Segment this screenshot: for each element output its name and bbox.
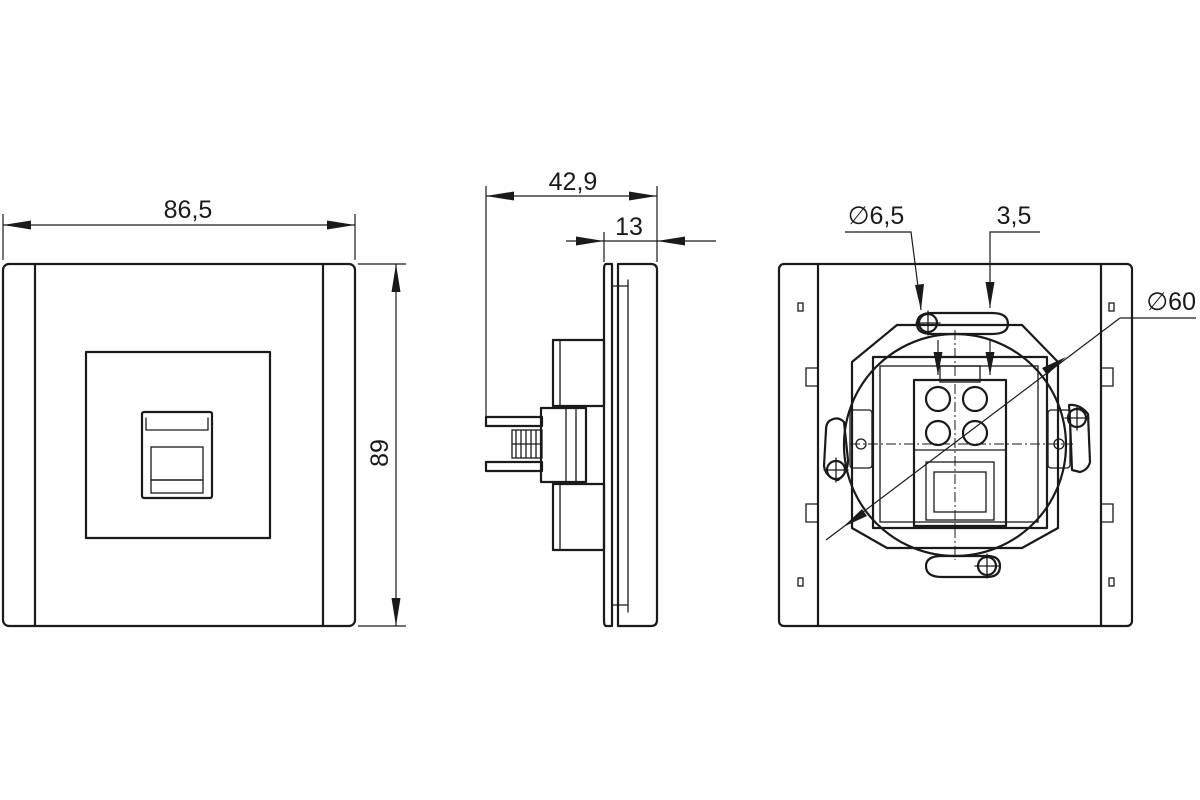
dimension-side-depth: 42,9	[485, 168, 658, 417]
rear-view: ∅6,5 3,5 ∅60	[777, 202, 1196, 628]
rj45-port-icon	[140, 410, 214, 500]
mechanism-rear	[850, 323, 1060, 550]
mount-diameter-label: ∅60	[1146, 288, 1196, 316]
hole-diameter-label: ∅6,5	[848, 202, 905, 230]
dimension-front-height: 89	[358, 263, 406, 627]
front-width-label: 86,5	[164, 196, 213, 224]
center-plate	[84, 350, 272, 540]
frame-notches	[797, 302, 1115, 587]
mechanism-body	[539, 338, 606, 552]
screw-holes	[823, 310, 1090, 579]
dimension-slot-width: 3,5	[933, 202, 1040, 375]
front-view: 86,5 89	[1, 196, 406, 628]
dimension-hole-diameter: ∅6,5	[845, 202, 924, 311]
rear-frame	[777, 262, 1134, 628]
dimension-mount-diameter: ∅60	[825, 288, 1196, 541]
side-plate	[602, 262, 614, 628]
side-frame-label: 13	[615, 213, 643, 241]
terminal-screw	[484, 415, 544, 473]
front-height-label: 89	[366, 439, 394, 467]
side-frame-outer	[616, 262, 659, 628]
side-depth-label: 42,9	[549, 168, 598, 196]
dimension-front-width: 86,5	[2, 196, 356, 260]
front-frame	[1, 262, 357, 628]
side-view: 42,9 13	[484, 168, 716, 628]
dimension-side-frame: 13	[566, 213, 716, 262]
slot-width-label: 3,5	[997, 202, 1032, 230]
